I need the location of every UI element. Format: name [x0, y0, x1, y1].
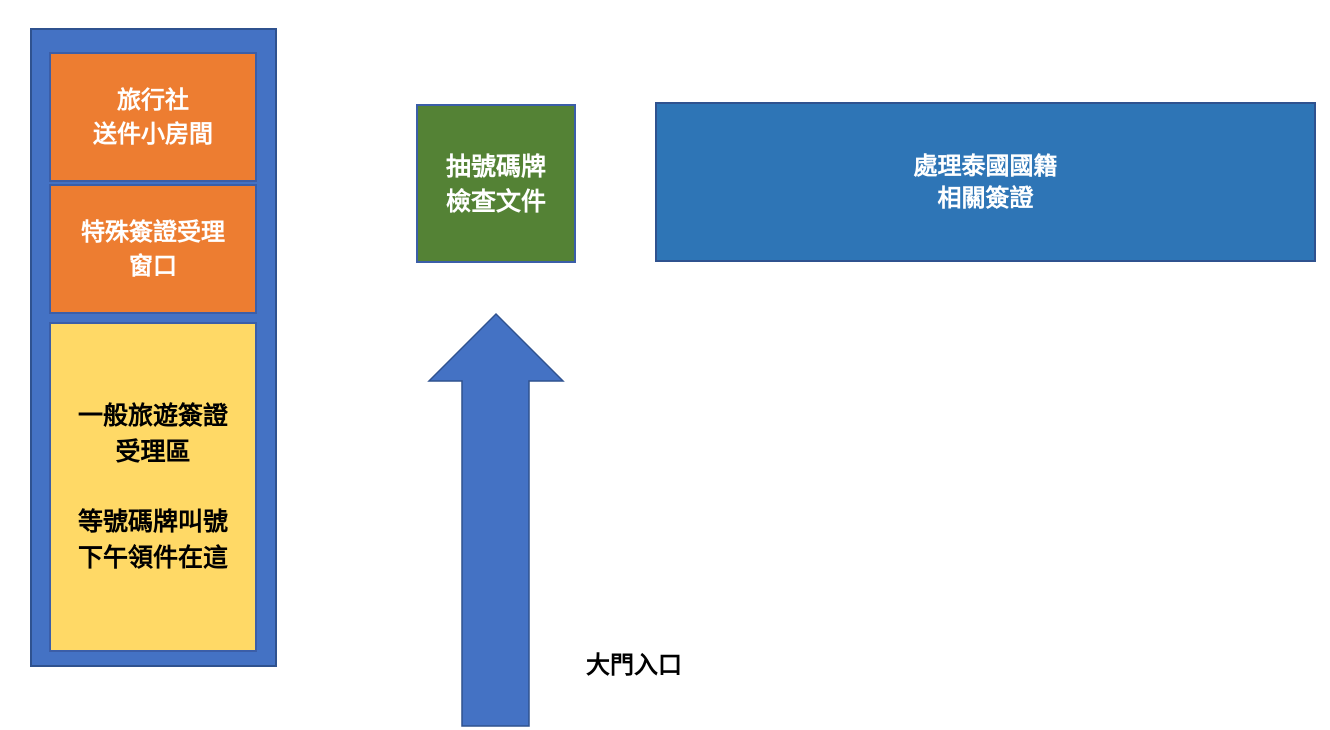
general-visa-area-note-2: 下午領件在這	[77, 543, 228, 572]
travel-agency-room-line-2: 送件小房間	[93, 120, 213, 148]
general-visa-area-line-1: 一般旅遊簽證	[77, 401, 228, 430]
general-visa-area: 一般旅遊簽證 受理區 等號碼牌叫號 下午領件在這	[49, 322, 257, 652]
up-arrow-icon	[427, 312, 565, 727]
ticket-check-counter-line-2: 檢查文件	[445, 186, 546, 216]
special-visa-window-line-2: 窗口	[129, 252, 177, 280]
special-visa-window-line-1: 特殊簽證受理	[81, 218, 225, 246]
special-visa-window: 特殊簽證受理 窗口	[49, 184, 257, 314]
travel-agency-room: 旅行社 送件小房間	[49, 52, 257, 182]
travel-agency-room-line-1: 旅行社	[117, 86, 189, 114]
entrance-label: 大門入口	[586, 651, 682, 679]
ticket-check-counter-line-1: 抽號碼牌	[445, 151, 546, 181]
general-visa-area-note-1: 等號碼牌叫號	[77, 507, 228, 536]
thai-nationality-visa-area-line-1: 處理泰國國籍	[913, 152, 1058, 180]
thai-nationality-visa-area: 處理泰國國籍 相關簽證	[655, 102, 1316, 262]
general-visa-area-line-2: 受理區	[115, 437, 191, 466]
up-arrow-shape	[427, 312, 565, 727]
ticket-check-counter: 抽號碼牌 檢查文件	[416, 104, 576, 263]
thai-nationality-visa-area-line-2: 相關簽證	[937, 184, 1034, 212]
